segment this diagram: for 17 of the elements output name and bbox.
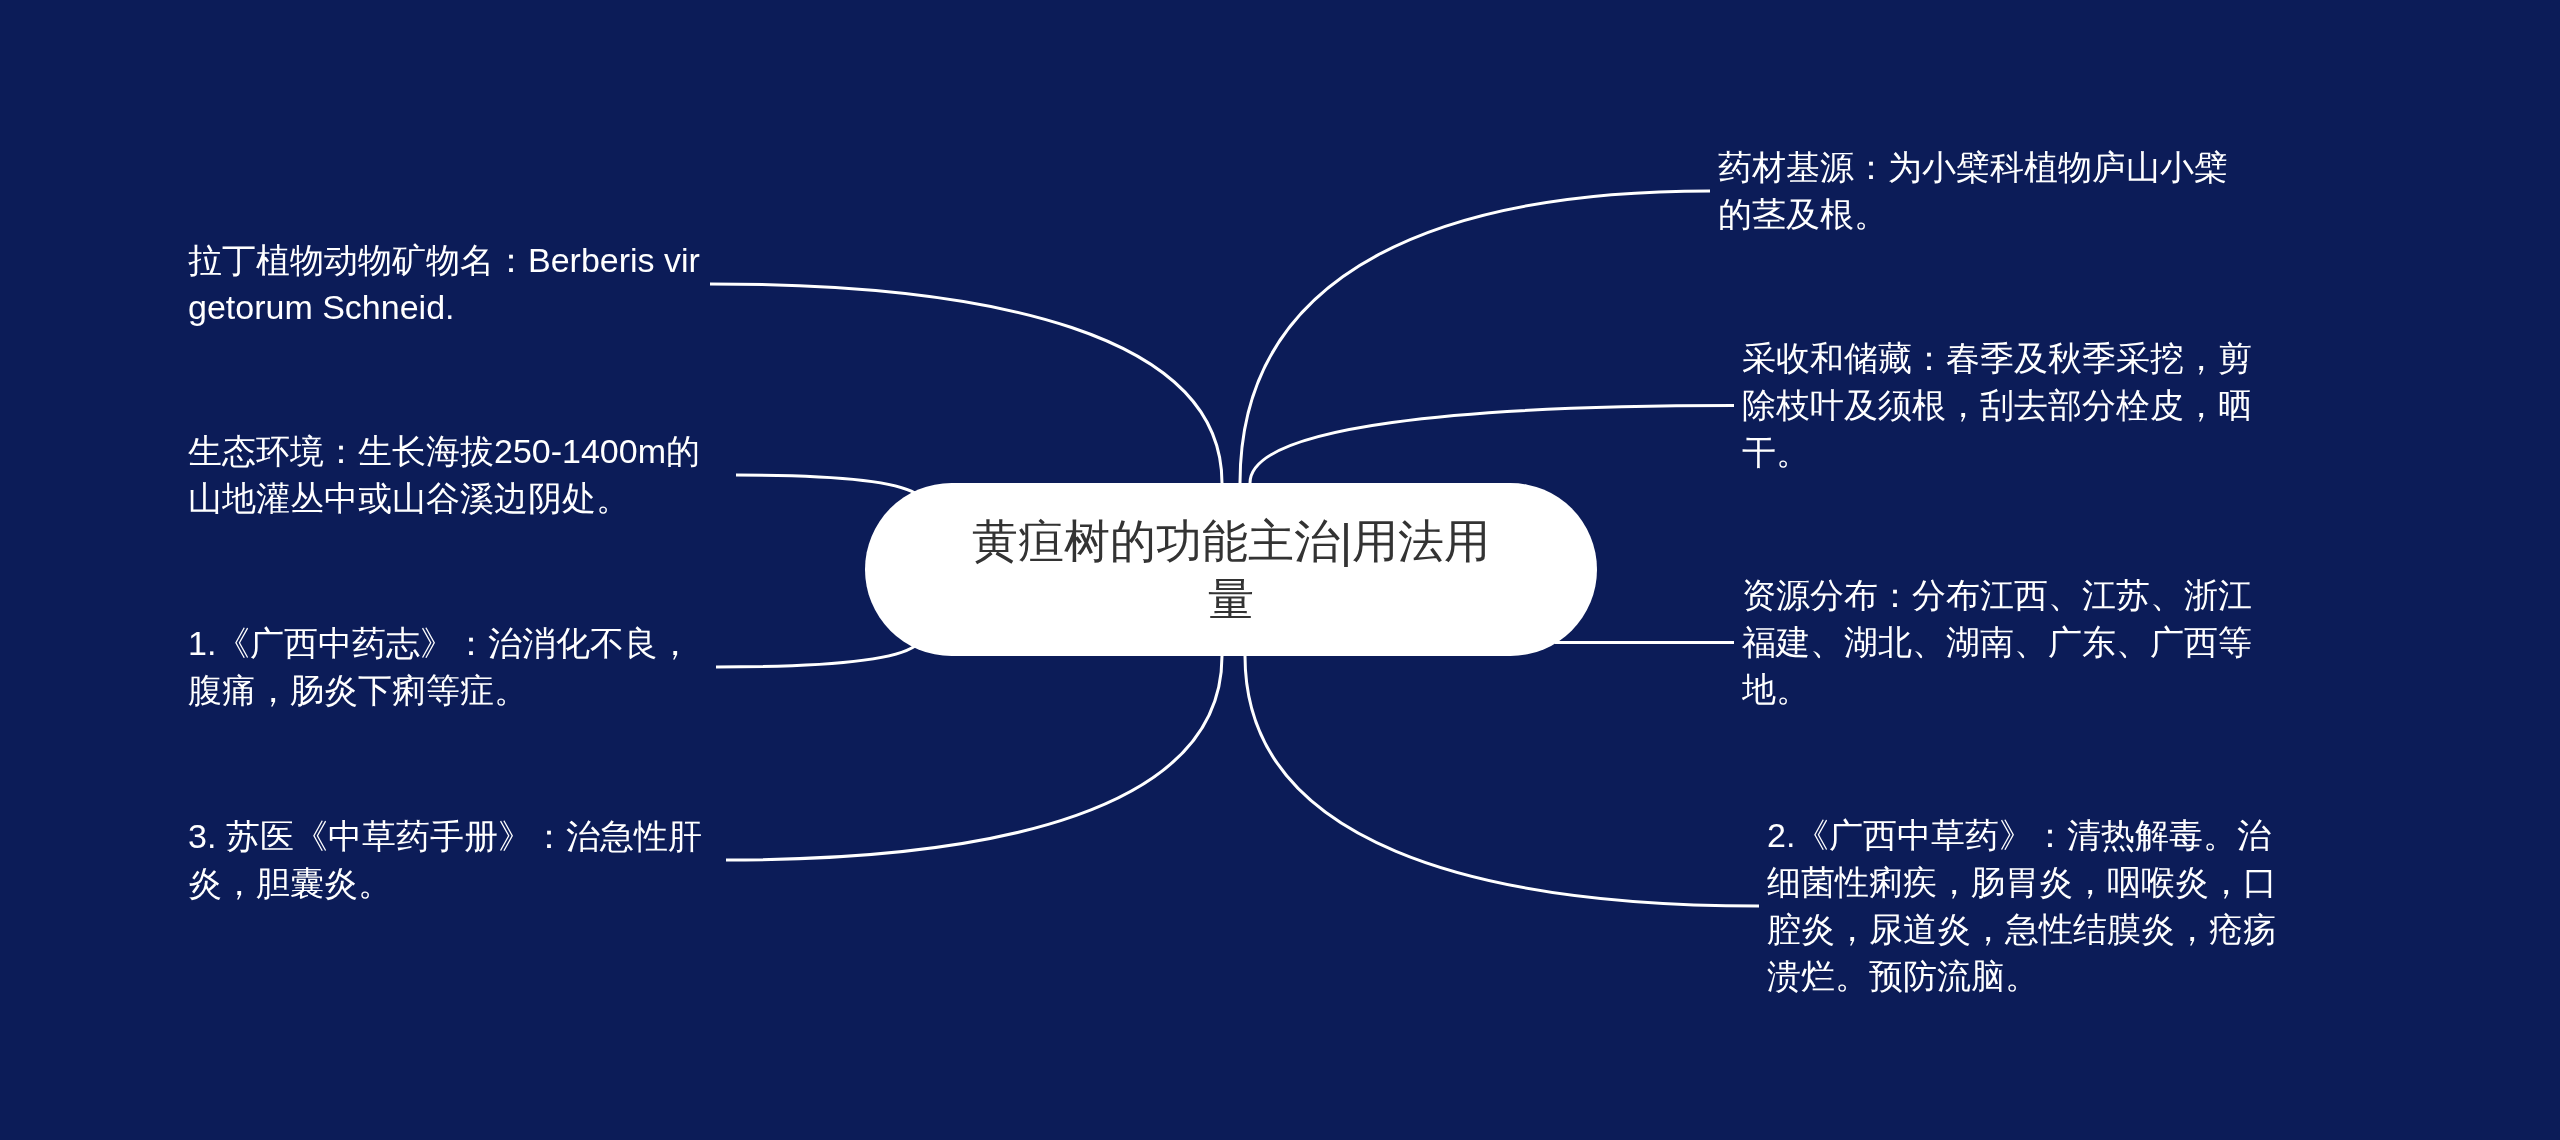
branch-text: 生态环境：生长海拔250-1400m的山地灌丛中或山谷溪边阴处。 — [188, 428, 736, 522]
branch-line — [725, 655, 1224, 862]
topic-pill: 黄疸树的功能主治|用法用量 — [865, 483, 1597, 656]
branch-line — [1243, 655, 1760, 908]
branch-text: 3. 苏医《中草药手册》：治急性肝炎，胆囊炎。 — [188, 813, 726, 907]
branch-text: 药材基源：为小檗科植物庐山小檗的茎及根。 — [1710, 144, 2248, 238]
branch-line — [736, 473, 916, 495]
branch-line — [1554, 641, 1734, 644]
branch-line — [716, 644, 916, 669]
branch-line — [1238, 189, 1711, 484]
branch-line — [709, 282, 1224, 484]
branch-text: 2.《广西中草药》：清热解毒。治细菌性痢疾，肠胃炎，咽喉炎，口腔炎，尿道炎，急性结膜炎，疮疡溃烂。预防流脑。 — [1759, 812, 2297, 1000]
branch-text: 拉丁植物动物矿物名：Berberis virgetorum Schneid. — [188, 237, 710, 331]
branch-text: 1.《广西中药志》：治消化不良，腹痛，肠炎下痢等症。 — [188, 620, 716, 714]
branch-text: 采收和储藏：春季及秋季采挖，剪除枝叶及须根，刮去部分栓皮，晒干。 — [1734, 335, 2272, 476]
branch-line — [1248, 404, 1734, 484]
branch-text: 资源分布：分布江西、江苏、浙江福建、湖北、湖南、广东、广西等地。 — [1734, 572, 2272, 713]
